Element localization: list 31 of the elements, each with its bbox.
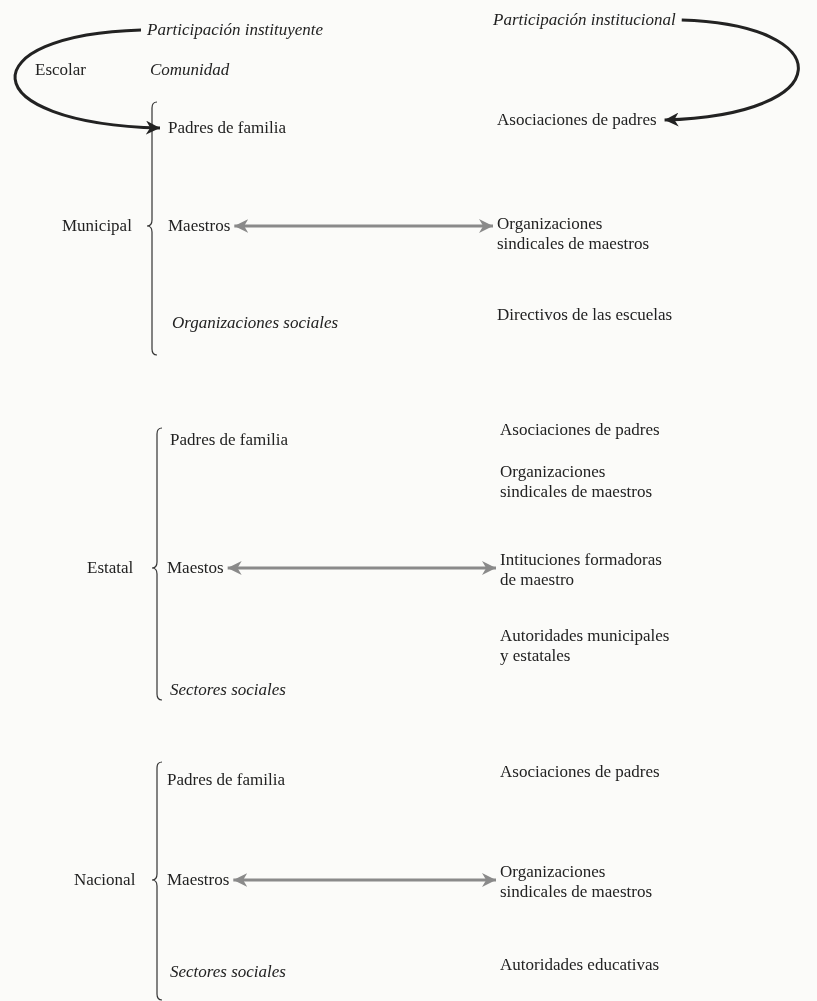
actor-label: Sectores sociales <box>170 680 286 700</box>
institution-label: Autoridades educativas <box>500 955 660 975</box>
double-arrow <box>227 561 496 575</box>
institution-label: Organizaciones sindicales de maestros <box>500 462 675 502</box>
actor-label: Comunidad <box>150 60 230 80</box>
institution-label: Asociaciones de padres <box>500 762 660 782</box>
institution-label: Directivos de las escuelas <box>497 305 673 325</box>
participation-heading: Participación instituyente <box>147 20 324 40</box>
actor-label: Padres de familia <box>168 118 286 138</box>
actor-label: Padres de familia <box>170 430 288 450</box>
double-arrow <box>234 219 493 233</box>
actor-label: Maestros <box>167 870 230 890</box>
level-label: Escolar <box>35 60 86 80</box>
level-label: Nacional <box>74 870 136 890</box>
level-label: Municipal <box>62 216 132 236</box>
institution-label: Organizaciones sindicales de maestros <box>500 862 675 902</box>
institution-label: Asociaciones de padres <box>497 110 657 130</box>
actor-label: Maestros <box>168 216 231 236</box>
double-arrow <box>233 873 496 887</box>
actor-label: Maestos <box>167 558 224 578</box>
actor-label: Sectores sociales <box>170 962 286 982</box>
institution-label: Asociaciones de padres <box>500 420 660 440</box>
curved-arrow <box>664 18 800 126</box>
institution-label: Organizaciones sindicales de maestros <box>497 214 672 254</box>
participation-heading: Participación institucional <box>493 10 676 30</box>
institution-label: Intituciones formadoras de maestro <box>500 550 675 590</box>
curved-arrow <box>13 28 161 135</box>
actor-label: Organizaciones sociales <box>172 313 339 333</box>
level-label: Estatal <box>87 558 134 578</box>
institution-label: Autoridades municipales y estatales <box>500 626 675 666</box>
actor-label: Padres de familia <box>167 770 285 790</box>
